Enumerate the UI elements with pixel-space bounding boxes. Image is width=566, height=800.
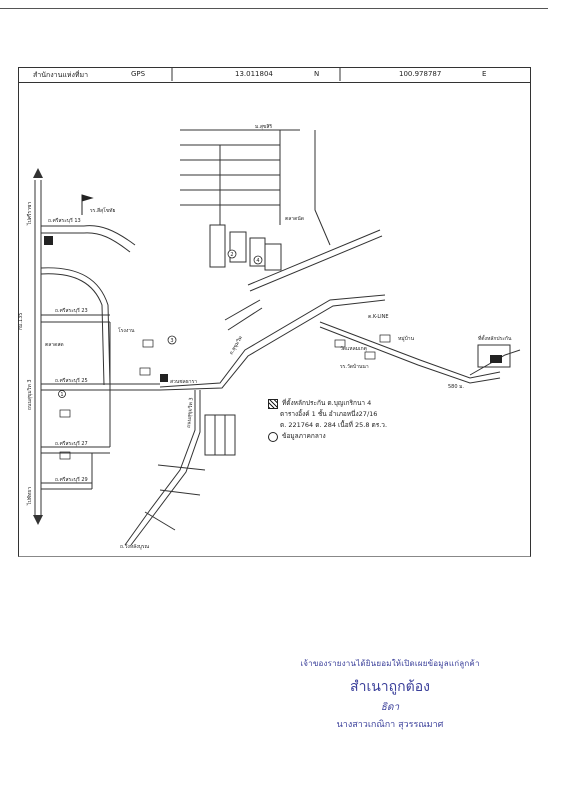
latitude-value: 13.011804 [235,70,273,78]
legend-row-area: ต. 221764 ต. 284 เนื้อที่ 25.8 ตร.ว. [268,420,418,431]
latitude-direction: N [314,70,320,78]
kline-label: ต.K-LINE [368,314,389,320]
marker-2-label: 2 [230,252,233,258]
legend-row-plot: ที่ตั้งหลักประกัน ต.บุญเกริกนา 4 [268,398,418,409]
distance-label: 580 ม. [448,384,464,390]
legend-line-4: ข้อมูลภาคกลาง [282,432,326,440]
soi25-label: ถ.ศรีสระบุรี 25 [55,377,88,384]
gps-header-row: สำนักงานแห่งที่มา GPS 13.011804 N 100.97… [18,67,531,83]
stamp-signature: ธิดา [380,702,400,713]
temple-label: รร.สีสุโขทัย [90,207,115,214]
header-label: สำนักงานแห่งที่มา [33,71,89,79]
marker-1-label: 1 [60,392,63,398]
reference-circle-icon [268,431,278,442]
longitude-value: 100.978787 [399,70,442,78]
map-legend: ที่ตั้งหลักประกัน ต.บุญเกริกนา 4 ตารางอิ… [268,398,418,460]
marker-3-label: 3 [170,338,173,344]
gov-office-label: สวนชลธารา [170,379,197,385]
legend-row-detail: ตารางอิ้งค์ 1 ชั้น อำเภอหนึ่ง27/16 [268,409,418,420]
page-top-rule [0,8,548,9]
map-frame [18,81,531,557]
longitude-direction: E [482,70,487,78]
gov-office-icon [160,374,168,382]
legend-row-reference: ข้อมูลภาคกลาง [268,431,418,442]
certification-stamp: เจ้าของรายงานได้ยินยอมให้เปิดเผยข้อมูลแก… [290,657,490,731]
south-road-label: ถนนสุขุมวิท 3 [185,397,195,428]
school-icon [44,236,53,245]
marker-4-label: 4 [256,258,259,264]
hatched-plot-swatch-icon [268,398,278,409]
legend-line-2: ตารางอิ้งค์ 1 ชั้น อำเภอหนึ่ง27/16 [280,410,378,418]
soi13-label: ถ.ศรีสระบุรี 13 [48,217,81,224]
target-plot-icon [490,355,502,363]
km-marker-label: กม.135 [18,313,24,330]
legend-line-1: ที่ตั้งหลักประกัน ต.บุญเกริกนา 4 [282,399,372,407]
moo-label: หมู่บ้าน [398,335,415,342]
dir-top-label: ไปศรีราชา [26,202,33,226]
plot-label: ที่ตั้งหลักประกัน [478,333,512,342]
highway-label: ถนนสุขุมวิท 3 [26,379,33,410]
stamp-line-2: สำเนาถูกต้อง [350,679,430,695]
factory-label: โรงงาน [118,327,135,334]
market-label: ตลาดสด [45,342,64,348]
soi29-label: ถ.ศรีสระบุรี 29 [55,476,88,483]
village-top-label: ม.สุขสิริ [255,123,272,130]
wat-label: วัดแหลมเกตุ [340,346,367,352]
school-label: ตลาดนัด [285,216,304,222]
road-side-label: ถ.สุขุมวิท [228,335,244,356]
bottom-road-label: ถ.วังหลังบูรณ [120,544,150,550]
stamp-line-4: นางสาวเกณิกา สุวรรณมาศ [336,720,444,730]
dir-bottom-label: ไปพัทยา [26,487,33,506]
gps-label: GPS [131,70,146,78]
soi23-label: ถ.ศรีสระบุรี 23 [55,307,88,314]
stamp-line-1: เจ้าของรายงานได้ยินยอมให้เปิดเผยข้อมูลแก… [300,659,480,668]
legend-line-3: ต. 221764 ต. 284 เนื้อที่ 25.8 ตร.ว. [280,421,388,429]
soi27-label: ถ.ศรีสระบุรี 27 [55,440,88,447]
school2-label: รร.วัดบ้านนา [340,363,369,370]
